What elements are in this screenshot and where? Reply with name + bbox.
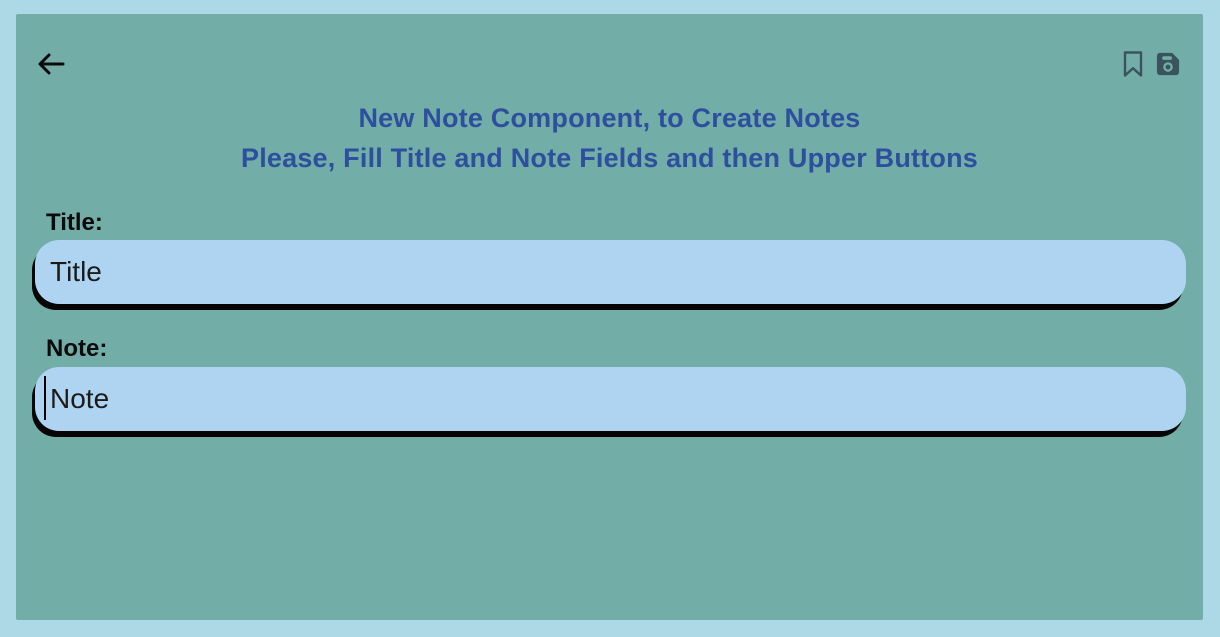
page-title-line1: New Note Component, to Create Notes bbox=[358, 103, 861, 133]
save-button[interactable] bbox=[1154, 50, 1182, 78]
new-note-panel: New Note Component, to Create Notes Plea… bbox=[16, 14, 1203, 620]
note-label: Note: bbox=[46, 335, 108, 362]
note-input[interactable] bbox=[35, 367, 1186, 431]
bookmark-button[interactable] bbox=[1119, 50, 1147, 78]
back-arrow-icon bbox=[36, 51, 66, 77]
back-button[interactable] bbox=[34, 48, 68, 80]
title-field-wrapper bbox=[35, 240, 1186, 304]
title-input[interactable] bbox=[35, 240, 1186, 304]
bookmark-icon bbox=[1121, 50, 1145, 78]
save-icon bbox=[1154, 50, 1182, 78]
note-field-wrapper bbox=[35, 367, 1186, 431]
page-title: New Note Component, to Create Notes Plea… bbox=[16, 98, 1203, 178]
top-bar bbox=[16, 14, 1203, 104]
title-label: Title: bbox=[46, 209, 103, 236]
page-title-line2: Please, Fill Title and Note Fields and t… bbox=[241, 143, 978, 173]
